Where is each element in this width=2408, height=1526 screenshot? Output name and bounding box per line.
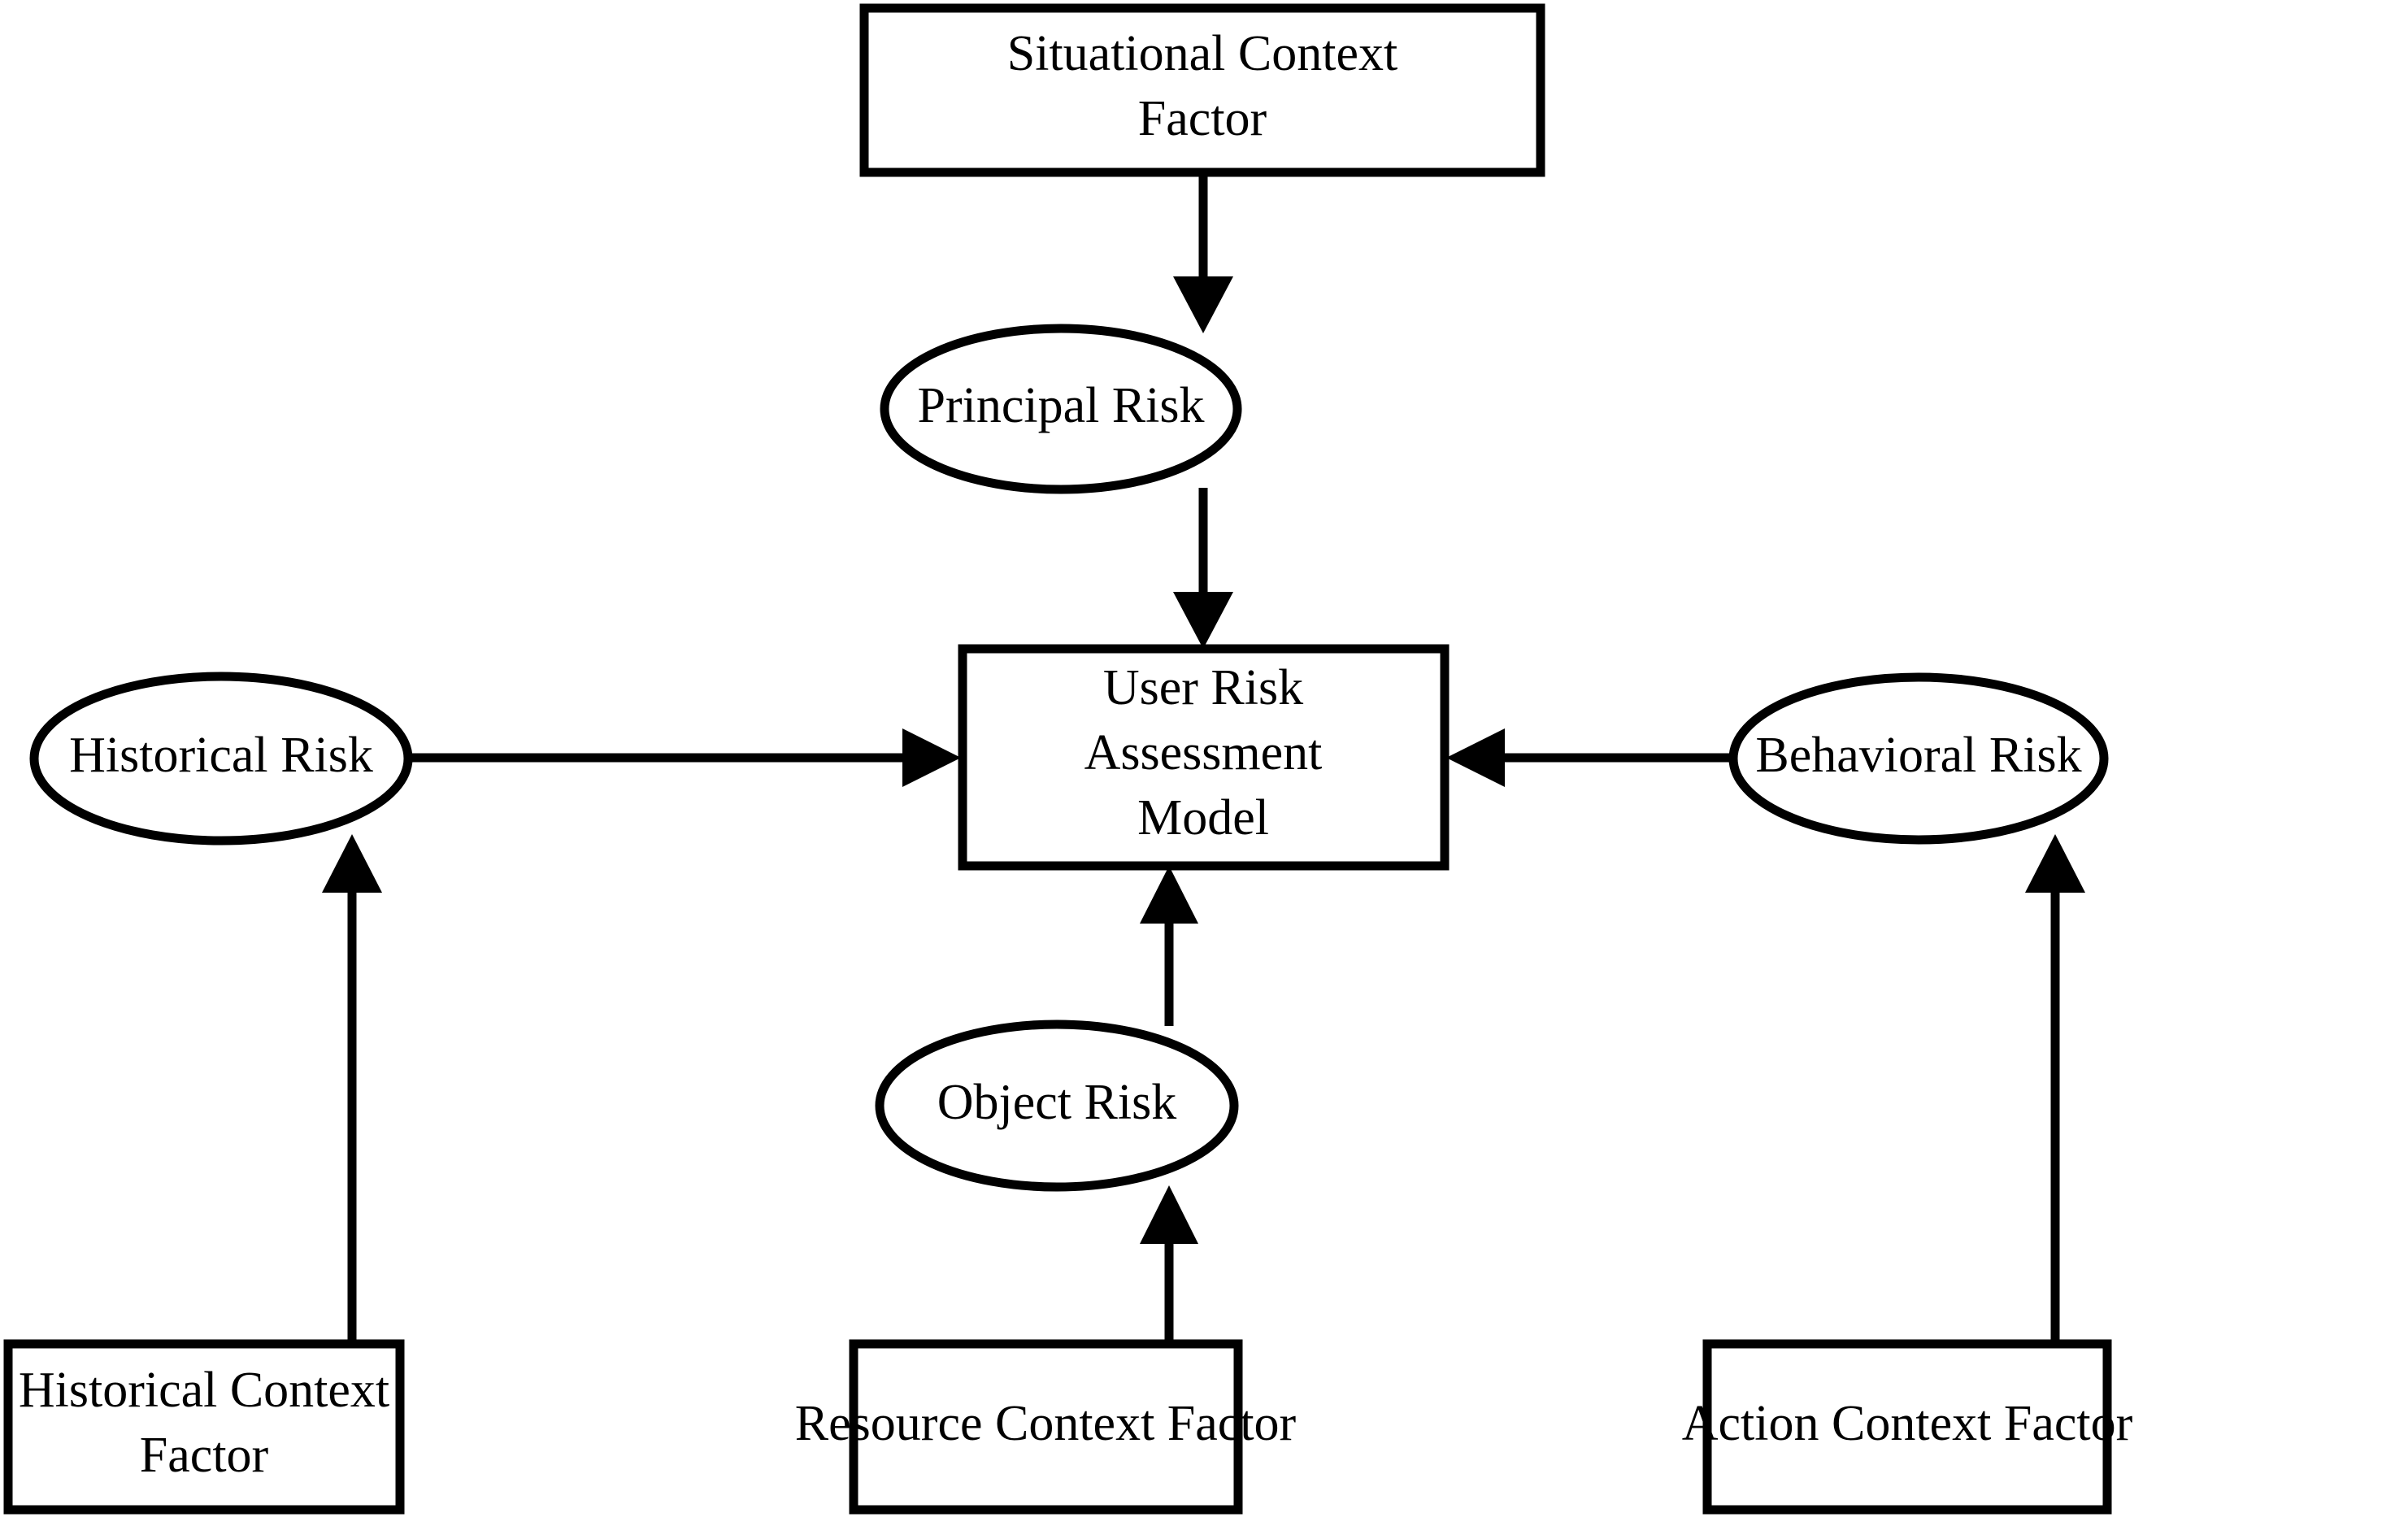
node-historical-risk[interactable]: Historical Risk [29, 672, 413, 846]
node-object-risk[interactable]: Object Risk [875, 1020, 1239, 1192]
resource-context-factor-label: Resource Context Factor [795, 1396, 1297, 1451]
edge-action-context-to-behavioral-risk [2025, 834, 2085, 1344]
principal-risk-label: Principal Risk [917, 378, 1204, 433]
object-risk-label: Object Risk [937, 1075, 1176, 1130]
historical-context-factor-label-line2: Factor [140, 1428, 269, 1483]
edge-situational-context-to-principal-risk [1173, 172, 1233, 333]
node-action-context-factor[interactable]: Action Context Factor [1682, 1339, 2133, 1515]
edge-object-risk-to-user-risk-model [1140, 866, 1198, 1026]
edge-historical-risk-to-user-risk-model [406, 728, 961, 787]
node-user-risk-assessment-model[interactable]: User Risk Assessment Model [958, 644, 1450, 871]
user-risk-model-label-line3: Model [1137, 790, 1269, 846]
situational-context-factor-label-line2: Factor [1138, 91, 1267, 146]
node-resource-context-factor[interactable]: Resource Context Factor [795, 1339, 1297, 1515]
situational-context-factor-label-line1: Situational Context [1007, 26, 1397, 81]
edge-principal-risk-to-user-risk-model [1173, 488, 1233, 649]
edge-resource-context-to-object-risk [1140, 1185, 1198, 1344]
node-behavioral-risk[interactable]: Behavioral Risk [1728, 672, 2109, 845]
historical-context-factor-label-line1: Historical Context [19, 1363, 389, 1418]
action-context-factor-label: Action Context Factor [1682, 1396, 2133, 1451]
behavioral-risk-label: Behavioral Risk [1755, 728, 2081, 783]
edge-behavioral-risk-to-user-risk-model [1446, 728, 1736, 787]
node-principal-risk[interactable]: Principal Risk [880, 324, 1242, 494]
node-situational-context-factor[interactable]: Situational Context Factor [859, 3, 1545, 177]
user-risk-model-label-line2: Assessment [1084, 725, 1323, 780]
historical-risk-label: Historical Risk [69, 728, 373, 783]
node-historical-context-factor[interactable]: Historical Context Factor [3, 1339, 405, 1515]
edge-historical-context-to-historical-risk [322, 834, 382, 1344]
user-risk-model-label-line1: User Risk [1103, 660, 1303, 715]
